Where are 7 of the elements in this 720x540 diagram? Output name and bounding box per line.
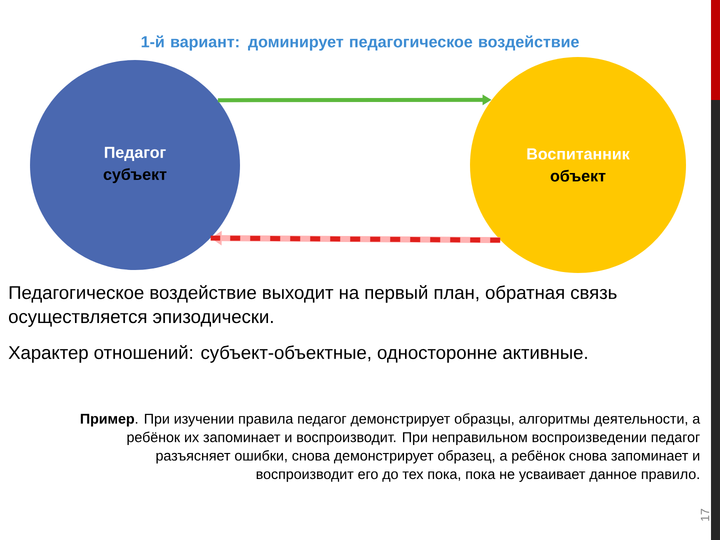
circle-node: Педагог субъект	[30, 60, 240, 270]
page-number: 17	[700, 508, 710, 521]
circle-node: Воспитанник объект	[470, 57, 686, 273]
example-text: Пример. При изучении правила педагог демонстрирует образцы, алгоритмы деятельности, а ребёнок их запоминает и воспроизводит. При неправильном воспроизведении педагог разъясняет ошибки, снова демонстрирует образец, а ребёнок снова запоминает и воспроизводит его до тех пока, пока не усваивает данное правило.	[80, 413, 700, 482]
paragraph: Характер отношений: субъект-объектные, односторонне активные.	[8, 345, 587, 363]
title: 1-й вариант: доминирует педагогическое воздействие	[142, 35, 579, 51]
paragraph: Педагогическое воздействие выходит на первый план, обратная связь осуществляется эпизодически.	[9, 285, 617, 327]
